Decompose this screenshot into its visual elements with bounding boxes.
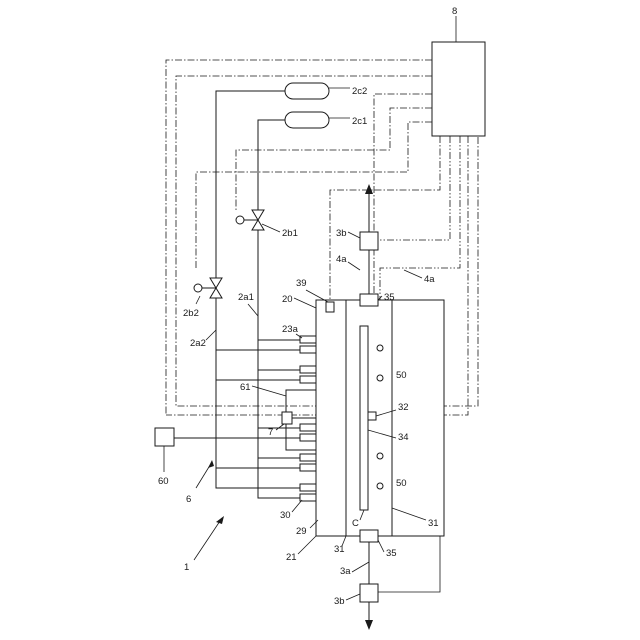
rail-label: 29 [296, 526, 307, 537]
supply-unit-label: 6 [186, 494, 191, 505]
chamber-end-label: 21 [286, 552, 297, 563]
sensor-label: 39 [296, 278, 307, 289]
valve-2b1 [236, 210, 264, 230]
line-a1-leader [248, 304, 258, 316]
roller-bottom-label: 50 [396, 478, 407, 489]
branch-label: 61 [240, 382, 251, 393]
holder-a-label: 32 [398, 402, 409, 413]
valve-2b2 [194, 278, 222, 298]
process-chamber [316, 300, 444, 536]
exhaust-top-label: 3b [336, 228, 347, 239]
detector-label: 60 [158, 476, 169, 487]
exhaust-top-arrowhead [365, 184, 373, 194]
chamber-label: 20 [282, 294, 293, 305]
flange-bottom-leader [378, 540, 384, 552]
inlet-leader [352, 562, 369, 572]
wire-top-leader [348, 262, 360, 270]
supply-unit-arrowhead [208, 460, 214, 468]
lamp-leader [276, 424, 284, 430]
flange-top [360, 294, 378, 306]
valve-b2-label: 2b2 [183, 308, 199, 319]
chamber-end-leader [298, 536, 316, 554]
exhaust-bottom-return [378, 536, 440, 592]
substrate-center-label: C [352, 518, 359, 529]
inlet-label: 3a [340, 566, 351, 577]
gas-manifold [172, 340, 300, 498]
cylinder-lower-label: 2c1 [352, 116, 367, 127]
nozzle-bottom-label: 30 [280, 510, 291, 521]
line-a2-leader [206, 330, 216, 340]
system-arrowhead [216, 516, 224, 524]
detector-box [155, 428, 174, 446]
line-a1-label: 2a1 [238, 292, 254, 303]
belt-bottom-right-label: 31 [428, 518, 439, 529]
valve-b1-leader [262, 224, 280, 232]
gas-cylinder-upper [285, 83, 329, 99]
system-label: 1 [184, 562, 189, 573]
wire-right-label: 4a [424, 274, 435, 285]
valve-b2-leader [196, 296, 200, 304]
wire-right-leader [404, 270, 422, 278]
nozzle-top-label: 23a [282, 324, 299, 335]
holder-b-label: 34 [398, 432, 409, 443]
gas-cylinder-lower [285, 112, 329, 128]
roller-top-label: 50 [396, 370, 407, 381]
exhaust-top-leader [348, 232, 360, 238]
valve-b1-label: 2b1 [282, 228, 298, 239]
lamp-label: 7 [268, 427, 273, 438]
belt-bottom-left-label: 31 [334, 544, 345, 555]
gas-pipe-2a2 [216, 91, 285, 475]
controller-box [432, 42, 485, 136]
system-leader [194, 518, 222, 560]
chamber-leader [294, 298, 316, 308]
exhaust-bottom-arrowhead [365, 620, 373, 630]
line-a2-label: 2a2 [190, 338, 206, 349]
flange-bottom-label: 35 [386, 548, 397, 559]
exhaust-top-box [360, 232, 378, 250]
exhaust-bottom-leader [346, 594, 360, 600]
wire-top-label: 4a [336, 254, 347, 265]
flange-bottom [360, 530, 378, 542]
cylinder-upper-label: 2c2 [352, 86, 367, 97]
branch-leader [252, 386, 286, 396]
flange-top-label: 35 [384, 292, 395, 303]
exhaust-bottom-label: 3b [334, 596, 345, 607]
controller-label: 8 [452, 6, 457, 17]
nozzle-bottom-leader [292, 500, 302, 512]
exhaust-bottom-box [360, 584, 378, 602]
